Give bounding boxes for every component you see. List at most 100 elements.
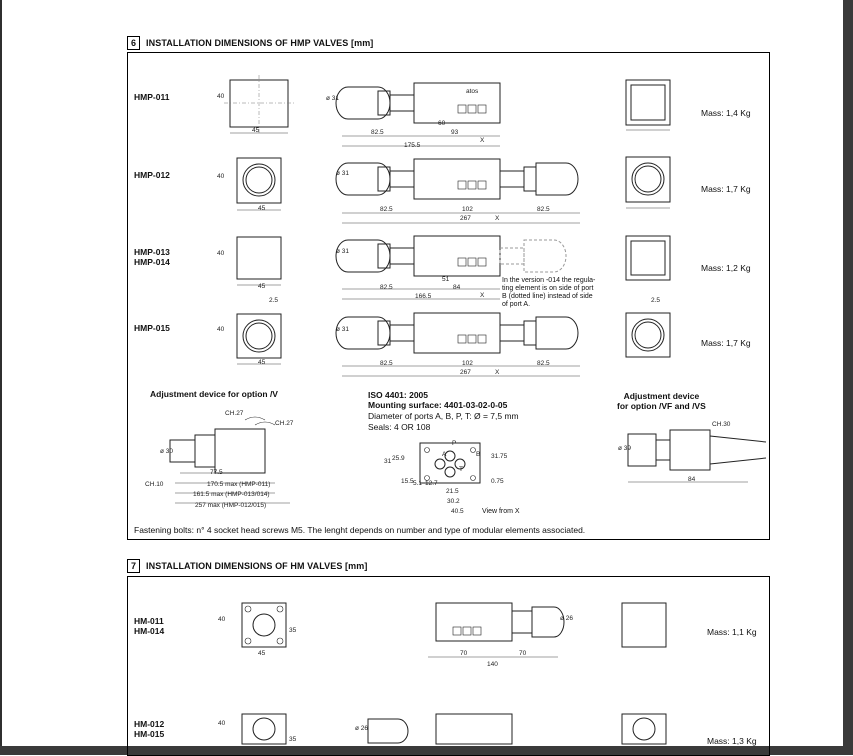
- port-t: T: [459, 466, 463, 473]
- dim-84: 84: [453, 284, 461, 291]
- hm-dim-70a: 70: [460, 650, 468, 657]
- dim-iso-31: 31: [384, 458, 392, 465]
- dim-51: 51: [442, 276, 450, 283]
- dim-x-3: X: [480, 292, 485, 299]
- dim-face-width: 45: [252, 127, 260, 134]
- section-title: INSTALLATION DIMENSIONS OF HMP VALVES [m…: [146, 38, 374, 48]
- adjust-v-drawing: [169, 416, 290, 504]
- dim-825: 82.5: [371, 129, 384, 136]
- dim-iso-155: 15.5: [401, 478, 414, 485]
- model-label-hmp-015: HMP-015: [134, 323, 170, 333]
- model-label-hmp-013-014: HMP-013 HMP-014: [134, 247, 170, 267]
- dim-iso-51: 5.1: [413, 480, 423, 487]
- adjust-v-ch10: CH.10: [145, 481, 164, 488]
- hm-dim-40: 40: [218, 616, 226, 623]
- dim-iso-3175: 31.75: [491, 453, 508, 460]
- right-face-view-hmp-011: [625, 79, 671, 131]
- adjust-v-d775: 77.5: [210, 469, 223, 476]
- right-face-view-hmp-012: [625, 156, 671, 209]
- port-p: P: [452, 440, 457, 447]
- hmp-drawings: [224, 75, 671, 377]
- dim-x-4: X: [495, 369, 500, 376]
- dim-iso-215: 21.5: [446, 488, 459, 495]
- dim-x-2: X: [495, 215, 500, 222]
- dim-face-height-2: 40: [217, 173, 225, 180]
- adjust-vf-ch30: CH.30: [712, 421, 731, 428]
- dim-face-height: 40: [217, 93, 225, 100]
- dim-267: 267: [460, 215, 471, 222]
- section-number: 6: [127, 36, 141, 50]
- left-face-view-hmp-013: [236, 236, 282, 286]
- adjust-vf-d39: ø 39: [618, 445, 632, 452]
- iso-standard: ISO 4401: 2005: [368, 390, 429, 400]
- dim-1755: 175.5: [404, 142, 421, 149]
- dim-diameter-3: ø 31: [336, 248, 350, 255]
- dim-iso-302: 30.2: [447, 498, 460, 505]
- dim-102-2: 102: [462, 360, 473, 367]
- valve-body-hmp-015: [335, 312, 580, 377]
- dim-face-height-3: 40: [217, 250, 225, 257]
- mass-hmp-012: Mass: 1,7 Kg: [701, 184, 751, 194]
- adjust-vf-title: Adjustment device for option /VF and /VS: [617, 391, 706, 411]
- valve-body-hmp-012: [335, 158, 580, 224]
- dim-93: 93: [451, 129, 459, 136]
- mass-hmp-011: Mass: 1,4 Kg: [701, 108, 751, 118]
- dim-102: 102: [462, 206, 473, 213]
- model-label-hmp-011: HMP-011: [134, 92, 170, 102]
- iso-surface: Mounting surface: 4401-03-02-0-05: [368, 400, 508, 410]
- hm-drawings: [241, 602, 667, 745]
- dim-offset: 2.5: [269, 297, 279, 304]
- model-label-hmp-012: HMP-012: [134, 170, 170, 180]
- hm-dim-35-2: 35: [289, 736, 297, 743]
- port-b: B: [476, 451, 481, 458]
- hm-dim-40-2: 40: [218, 720, 226, 727]
- dim-offset-2: 2.5: [651, 297, 661, 304]
- dim-face-width-3: 45: [258, 283, 266, 290]
- hm-dim-45: 45: [258, 650, 266, 657]
- adjust-v-max1: 170.5 max (HMP-011): [207, 481, 271, 488]
- mass-hm-012: Mass: 1,3 Kg: [707, 736, 757, 746]
- hm-dim-140: 140: [487, 661, 498, 668]
- iso-ports: Diameter of ports A, B, P, T: Ø = 7,5 mm: [368, 411, 519, 421]
- adjust-v-max3: 257 max (HMP-012/015): [195, 502, 267, 509]
- adjust-v-ch27a: CH.27: [225, 410, 244, 417]
- adjust-vf-drawing: [627, 429, 767, 483]
- adjust-v-ch27b: CH.27: [275, 420, 294, 427]
- iso-seals: Seals: 4 OR 108: [368, 422, 431, 432]
- dim-face-width-2: 45: [258, 205, 266, 212]
- dim-iso-405: 40.5: [451, 508, 464, 515]
- hmp-frame: [127, 52, 770, 540]
- port-a: A: [442, 451, 447, 458]
- right-face-view-hmp-015: [625, 312, 671, 358]
- adjust-v-title: Adjustment device for option /V: [150, 389, 278, 399]
- dim-iso-259: 25.9: [392, 455, 405, 462]
- adjust-v-d30: ø 30: [160, 448, 174, 455]
- brand-atos-1: atos: [466, 88, 479, 95]
- viewer-scrollbar[interactable]: [843, 0, 853, 755]
- dim-825-5: 82.5: [380, 360, 393, 367]
- right-face-view-hmp-013: [625, 235, 671, 281]
- mass-hm-011: Mass: 1,1 Kg: [707, 627, 757, 637]
- version-014-note: In the version -014 the regula- ting ele…: [502, 277, 596, 308]
- dim-1665: 166.5: [415, 293, 432, 300]
- valve-body-hmp-013: [335, 235, 567, 300]
- valve-body-hmp-011: [335, 82, 501, 147]
- viewer-left-edge: [0, 0, 2, 755]
- dim-825-6: 82.5: [537, 360, 550, 367]
- section-6-header: 6 INSTALLATION DIMENSIONS OF HMP VALVES …: [127, 36, 373, 50]
- left-face-view-hmp-015: [236, 313, 282, 365]
- dim-diameter-4: ø 31: [336, 326, 350, 333]
- fastening-note: Fastening bolts: n° 4 socket head screws…: [134, 525, 586, 535]
- dim-iso-127: 12.7: [425, 480, 438, 487]
- dim-267-2: 267: [460, 369, 471, 376]
- hm-dim-35: 35: [289, 627, 297, 634]
- adjust-vf-d84: 84: [688, 476, 696, 483]
- dim-iso-075: 0.75: [491, 478, 504, 485]
- model-label-hm-012-015: HM-012 HM-015: [134, 719, 165, 739]
- section-number-7: 7: [127, 559, 141, 573]
- mass-hmp-015: Mass: 1,7 Kg: [701, 338, 751, 348]
- dim-face-width-4: 45: [258, 359, 266, 366]
- view-from-x: View from X: [482, 508, 520, 515]
- viewer-bottom-edge: [0, 746, 853, 755]
- left-face-view-hmp-012: [236, 157, 282, 211]
